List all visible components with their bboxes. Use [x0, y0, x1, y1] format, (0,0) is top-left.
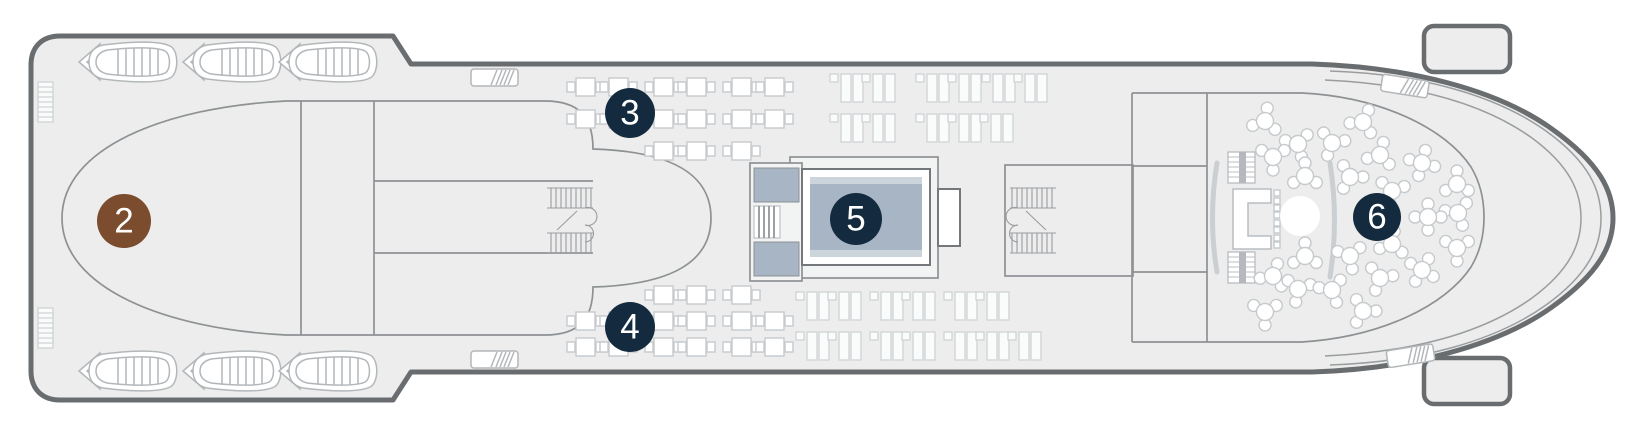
deck-marker-5[interactable]: 5	[830, 193, 882, 245]
pool-shallow-band	[810, 177, 922, 184]
curved-divider	[1210, 160, 1220, 275]
ladder-icon	[37, 307, 54, 349]
deck-marker-label: 3	[620, 94, 639, 133]
whirlpool-icon	[753, 241, 800, 277]
deck-marker-label: 5	[846, 200, 865, 239]
deck-marker-circle[interactable]	[1353, 193, 1401, 241]
bar-stools	[1273, 189, 1281, 249]
deck-marker-label: 6	[1367, 198, 1386, 237]
bridge-wing-icon	[1421, 23, 1513, 75]
deck-marker-6[interactable]: 6	[1353, 193, 1401, 241]
deck-marker-label: 2	[114, 202, 133, 241]
restaurant-outline	[1132, 92, 1485, 343]
stern-deck-outline	[61, 100, 287, 336]
deck-marker-circle[interactable]	[830, 193, 882, 245]
deck-marker-circle[interactable]	[605, 88, 655, 138]
curved-divider	[1327, 160, 1337, 280]
stage-bar-icon	[1232, 188, 1272, 250]
restaurant	[1210, 96, 1485, 334]
deck-marker-2[interactable]: 2	[97, 194, 151, 248]
rescue-boat-icon	[470, 68, 519, 87]
deck-marker-label: 4	[620, 308, 639, 347]
ladder-icon	[37, 81, 54, 123]
bow-deck-edge-line	[1324, 79, 1582, 357]
buffet-icon	[1227, 151, 1256, 184]
dance-floor-icon	[1280, 196, 1320, 236]
whirlpool-icon	[753, 167, 800, 203]
rescue-boat-icon	[470, 350, 519, 369]
pool-steps-icon	[753, 205, 781, 239]
deck-marker-3[interactable]: 3	[605, 88, 655, 138]
midship-stair-lobby	[1004, 164, 1134, 277]
buffet-icon	[1227, 251, 1256, 284]
bridge-wing-icon	[1421, 355, 1513, 407]
deck-marker-circle[interactable]	[97, 194, 151, 248]
bow-inner-hull-line	[1329, 70, 1602, 366]
deck-marker-circle[interactable]	[605, 302, 655, 352]
pool-shallow-band	[810, 250, 922, 257]
deck-marker-4[interactable]: 4	[605, 302, 655, 352]
deckhouse-outline	[286, 100, 712, 336]
pool-side-platform	[937, 188, 961, 247]
